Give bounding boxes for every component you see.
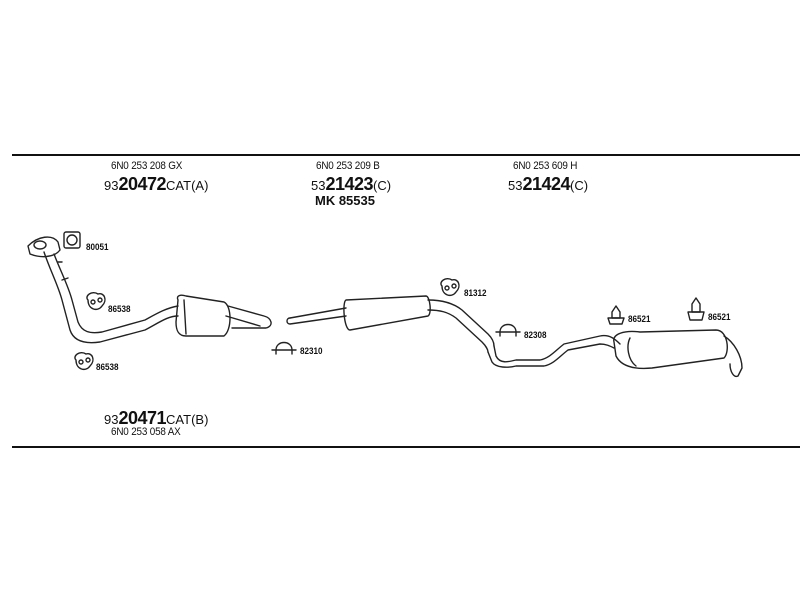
label-rubber-mid: 81312 [464,288,487,298]
front-part-ref: 6N0 253 208 GX [111,160,183,172]
front-part-main: 20472 [118,174,167,194]
mounting-kit-label: MK 85535 [315,193,375,208]
rear-part-number: 5321424(C) [508,174,588,195]
middle-part-number: 5321423(C) [311,174,391,195]
rear-pipe-with-silencer [487,329,743,378]
front-part-suffix: CAT(A) [166,178,209,193]
label-clamp-front: 82310 [300,346,323,356]
rear-part-ref: 6N0 253 609 H [513,160,578,172]
middle-part-prefix: 53 [311,178,326,193]
middle-part-ref: 6N0 253 209 B [316,160,380,172]
clamp-front-icon [271,341,297,355]
hanger-left-icon [607,305,625,325]
front-part-number: 9320472CAT(A) [104,174,208,195]
middle-part-suffix: (C) [373,178,392,193]
downpipe-part-suffix: CAT(B) [166,412,209,427]
rear-part-main: 21424 [522,174,571,194]
label-rubber-lower: 86538 [96,362,119,372]
label-clamp-rear: 82308 [524,330,547,340]
rubber-mount-lower-icon [74,351,94,371]
rear-part-suffix: (C) [570,178,589,193]
label-hanger-left: 86521 [628,314,651,324]
clamp-rear-icon [495,323,521,337]
label-rubber-upper: 86538 [108,304,131,314]
label-gasket: 80051 [86,242,109,252]
gasket-80051-icon [63,231,81,249]
front-downpipe-with-catalyst [27,236,272,344]
hanger-right-icon [687,297,705,321]
bottom-divider [12,446,800,448]
rubber-mount-upper-icon [86,291,106,311]
downpipe-part-ref: 6N0 253 058 AX [111,426,181,438]
middle-pipe-with-silencer [286,295,495,353]
downpipe-part-number: 9320471CAT(B) [104,408,208,429]
rear-part-prefix: 53 [508,178,523,193]
front-part-prefix: 93 [104,178,119,193]
middle-part-main: 21423 [325,174,374,194]
downpipe-part-main: 20471 [118,408,167,428]
label-hanger-right: 86521 [708,312,731,322]
rubber-mount-mid-icon [440,277,460,297]
top-divider [12,154,800,156]
downpipe-part-prefix: 93 [104,412,119,427]
